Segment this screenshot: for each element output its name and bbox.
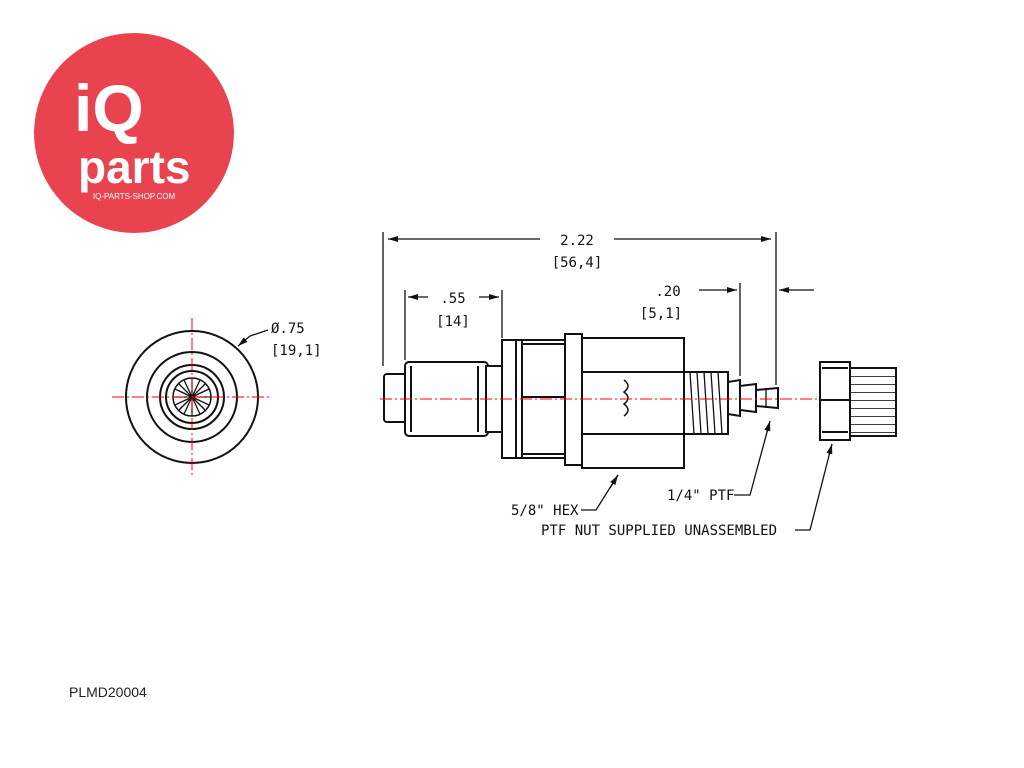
hose-barb [755, 386, 779, 410]
logo-website: IQ-PARTS-SHOP.COM [93, 192, 176, 201]
barb-base [727, 378, 741, 418]
hex-leader [581, 474, 619, 511]
barb-length-mm: [5,1] [640, 306, 682, 322]
ptf-nut-knurl [849, 367, 897, 437]
coupling-side-view [380, 333, 830, 469]
diameter-inch: Ø.75 [271, 321, 305, 337]
thread-callout: 1/4" PTF [667, 488, 734, 504]
logo-text-top: iQ [74, 71, 144, 145]
nut-note-callout: PTF NUT SUPPLIED UNASSEMBLED [541, 523, 777, 539]
brand-logo-graphic: iQ parts IQ-PARTS-SHOP.COM [34, 33, 234, 233]
logo-circle [34, 33, 234, 233]
dimension-lines [382, 232, 833, 531]
ptf-nut [819, 361, 897, 441]
coupling-length-mm: [14] [436, 314, 470, 330]
brand-logo: iQ parts IQ-PARTS-SHOP.COM [34, 33, 234, 233]
thread-lines [689, 371, 723, 435]
diameter-mm: [19,1] [271, 343, 322, 359]
end-view [112, 318, 272, 476]
coupling-length-inch: .55 [440, 291, 465, 307]
diameter-leader [249, 329, 269, 337]
hex-body [581, 337, 685, 469]
dimension-labels: 2.22 [56,4] .55 [14] .20 [5,1] 5/8" HEX … [436, 233, 777, 539]
brand-mark-icon [622, 379, 629, 417]
hex-callout: 5/8" HEX [511, 503, 579, 519]
logo-text-bottom: parts [78, 141, 190, 193]
overall-length-inch: 2.22 [560, 233, 594, 249]
barb-length-inch: .20 [655, 284, 680, 300]
overall-length-mm: [56,4] [552, 255, 603, 271]
panel-nut [501, 339, 566, 459]
thread-leader [734, 420, 771, 496]
part-number: PLMD20004 [69, 684, 147, 700]
nut-leader [795, 443, 833, 531]
diameter-dimension: Ø.75 [19,1] [271, 321, 322, 359]
